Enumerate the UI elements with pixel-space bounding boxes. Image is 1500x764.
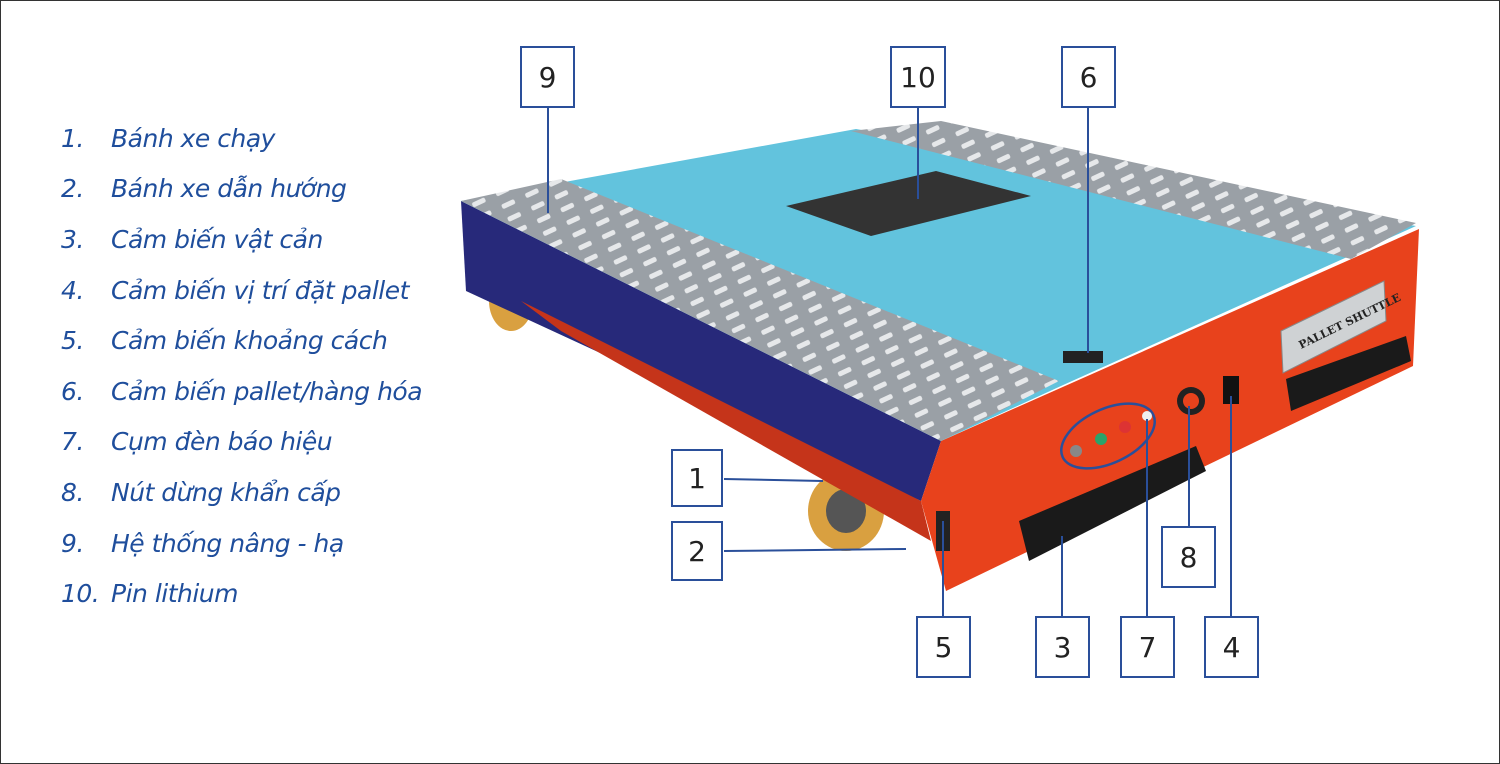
front-body	[921, 229, 1419, 591]
legend-item: 6.Cảm biến pallet/hàng hóa	[61, 376, 423, 406]
lift-side-panel	[461, 201, 941, 501]
component-legend: 1.Bánh xe chạy 2.Bánh xe dẫn hướng 3.Cảm…	[61, 113, 423, 619]
battery-hatch	[786, 171, 1031, 236]
legend-item: 8.Nút dừng khẩn cấp	[61, 477, 341, 507]
pallet-sensor	[1063, 351, 1103, 363]
bumper	[1019, 446, 1206, 561]
signal-lights-highlight	[1060, 402, 1156, 470]
legend-item: 10.Pin lithium	[61, 579, 239, 609]
callout-1: 1	[671, 449, 723, 507]
callout-3: 3	[1035, 616, 1090, 678]
nameplate	[1280, 280, 1387, 374]
callout-5: 5	[916, 616, 971, 678]
legend-item: 4.Cảm biến vị trí đặt pallet	[61, 275, 409, 305]
callout-10: 10	[890, 46, 946, 108]
callout-4: 4	[1204, 616, 1259, 678]
legend-item: 1.Bánh xe chạy	[61, 123, 275, 153]
legend-item: 2.Bánh xe dẫn hướng	[61, 174, 347, 204]
position-sensor	[1223, 376, 1239, 404]
lift-plate-right	[851, 121, 1416, 259]
callout-6: 6	[1061, 46, 1116, 108]
legend-item: 5.Cảm biến khoảng cách	[61, 326, 388, 356]
legend-item: 7.Cụm đèn báo hiệu	[61, 427, 333, 457]
callout-8: 8	[1161, 526, 1216, 588]
legend-item: 3.Cảm biến vật cản	[61, 224, 323, 254]
callout-7: 7	[1120, 616, 1175, 678]
lift-plate-left	[461, 179, 1059, 441]
callout-2: 2	[671, 521, 723, 581]
legend-item: 9.Hệ thống nâng - hạ	[61, 528, 344, 558]
callout-9: 9	[520, 46, 575, 108]
